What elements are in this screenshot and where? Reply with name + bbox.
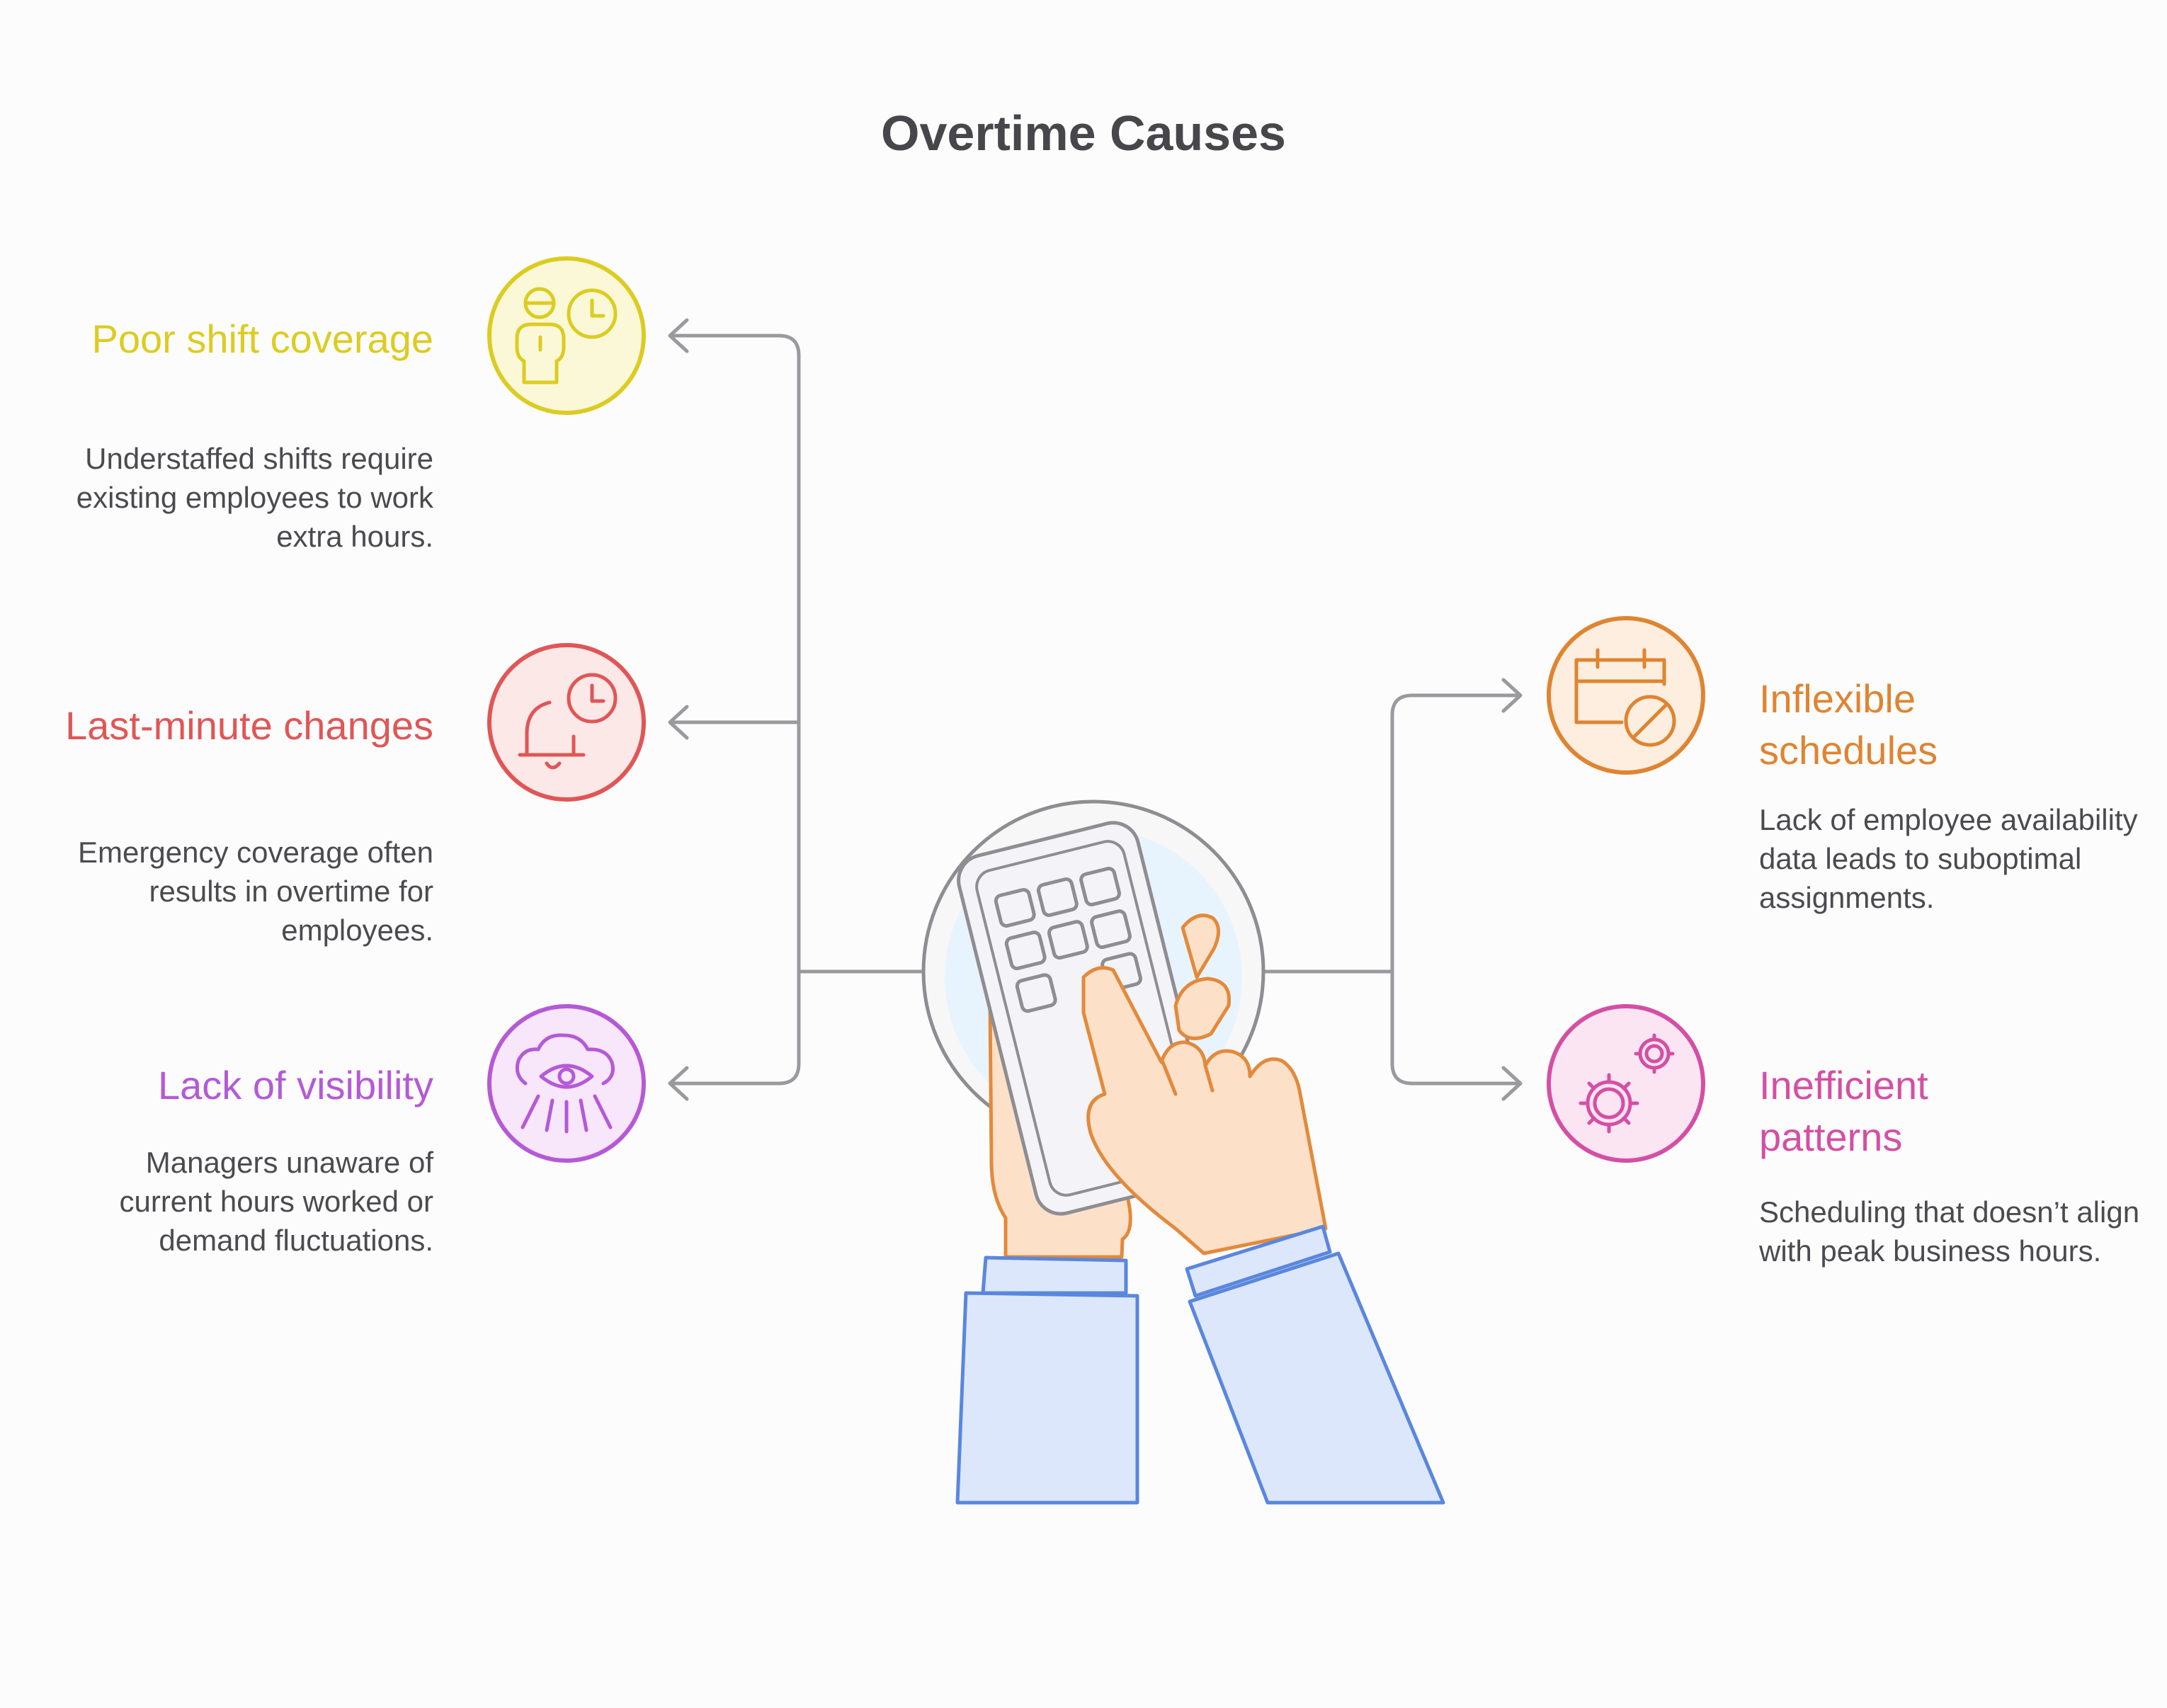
left-sleeve <box>955 1256 1139 1505</box>
calendar-blocked-icon <box>1574 648 1676 747</box>
gears-icon <box>1579 1033 1675 1134</box>
arrow-head-inflexible <box>1501 678 1523 713</box>
cause-desc-poor-shift: Understaffed shifts require existing emp… <box>76 442 433 553</box>
cause-title-poor-shift: Poor shift coverage <box>91 317 433 361</box>
hands-phone-illustration <box>921 799 1445 1505</box>
icon-circle-visibility <box>487 1004 646 1163</box>
icon-circle-inefficient <box>1547 1004 1705 1163</box>
right-hand <box>1081 966 1328 1256</box>
icon-circle-inflexible <box>1547 616 1705 775</box>
right-trunk-connector <box>1261 693 1521 1086</box>
holding-thumb <box>1181 913 1220 979</box>
cause-desc-inflexible: Lack of employee availability data leads… <box>1759 803 2138 914</box>
person-clock-icon <box>515 287 618 385</box>
cause-title-inflexible: Inflexible schedules <box>1759 676 1938 773</box>
connectors <box>668 318 1523 1101</box>
holding-finger <box>1173 977 1232 1040</box>
left-trunk-connector <box>669 334 926 1086</box>
cloud-eye-icon <box>515 1033 615 1134</box>
cause-desc-last-minute: Emergency coverage often results in over… <box>78 836 433 947</box>
cause-desc-visibility: Managers unaware of current hours worked… <box>119 1146 433 1257</box>
cause-desc-inefficient: Scheduling that doesn’t align with peak … <box>1759 1195 2140 1268</box>
cause-title-inefficient: Inefficient patterns <box>1759 1063 1928 1159</box>
cause-title-last-minute: Last-minute changes <box>65 703 433 748</box>
arrow-head-inefficient <box>1501 1066 1523 1101</box>
diagram-title: Overtime Causes <box>881 106 1286 161</box>
icon-circle-last-minute <box>487 643 646 802</box>
arrow-head-last-minute <box>668 705 689 740</box>
bell-clock-icon <box>518 673 618 770</box>
arrow-head-poor-shift <box>668 318 689 353</box>
right-sleeve <box>1185 1224 1445 1505</box>
arrow-head-visibility <box>668 1066 689 1101</box>
cause-title-visibility: Lack of visibility <box>157 1063 433 1108</box>
icon-circle-poor-shift <box>487 256 646 415</box>
